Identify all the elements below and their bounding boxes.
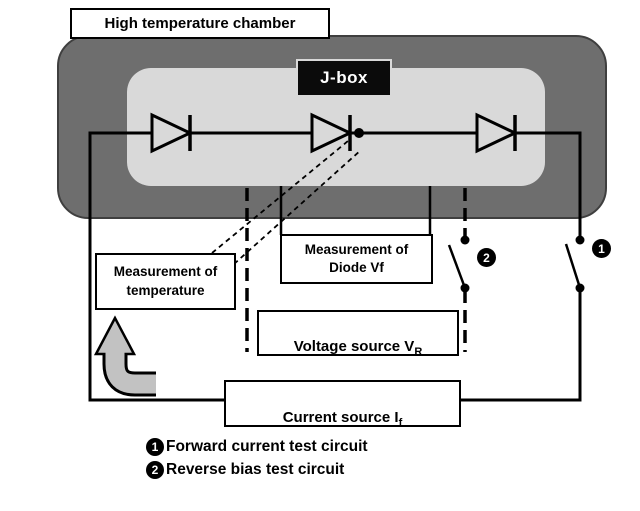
temp-probe-line-2 [233,149,362,265]
marker-reverse-badge: 2 [477,248,496,267]
heat-arrow [93,315,156,397]
measurement-temperature-line1: Measurement of [113,263,218,279]
marker-forward-badge: 1 [592,239,611,258]
measurement-vf-line1: Measurement of [304,241,409,257]
measurement-temperature-box: Measurement of temperature [95,253,236,310]
legend-badge-reverse: 2 [146,461,164,479]
jbox-label-text: J-box [320,68,368,87]
current-source-box: Current source If [224,380,461,427]
jbox-label: J-box [296,59,392,97]
legend-text-reverse: Reverse bias test circuit [166,461,345,478]
current-source-label: Current source If [282,409,403,427]
junction-dot [354,128,364,138]
switch-blade [564,243,582,289]
diode-1 [150,112,194,154]
voltage-source-box: Voltage source VR [257,310,459,356]
measurement-temperature-line2: temperature [126,282,205,298]
legend-item-forward: 1 Forward current test circuit [146,438,368,456]
switch-reverse [447,235,470,293]
heat-arrow-shaft [105,351,156,394]
voltage-source-subscript: R [414,346,423,356]
heat-arrow-head [93,315,137,356]
measurement-vf-box: Measurement of Diode Vf [280,234,433,284]
diode-triangle [150,112,194,154]
diode-triangle [310,112,354,154]
chamber-label-box: High temperature chamber [70,8,330,39]
current-source-subscript: f [398,417,403,427]
legend-badge-forward: 1 [146,438,164,456]
switch-forward [564,235,585,293]
switch-contact [460,235,470,245]
temp-probe-line-1 [211,140,349,254]
voltage-source-label: Voltage source VR [293,338,423,356]
diode-3 [475,112,519,154]
legend-text-forward: Forward current test circuit [166,438,368,455]
switch-blade [447,244,467,289]
diode-2 [310,112,354,154]
chamber-label-text: High temperature chamber [104,15,296,32]
switch-contact [575,235,585,245]
measurement-vf-line2: Diode Vf [329,260,384,275]
diode-triangle [475,112,519,154]
legend-item-reverse: 2 Reverse bias test circuit [146,461,368,479]
legend: 1 Forward current test circuit 2 Reverse… [146,438,368,484]
